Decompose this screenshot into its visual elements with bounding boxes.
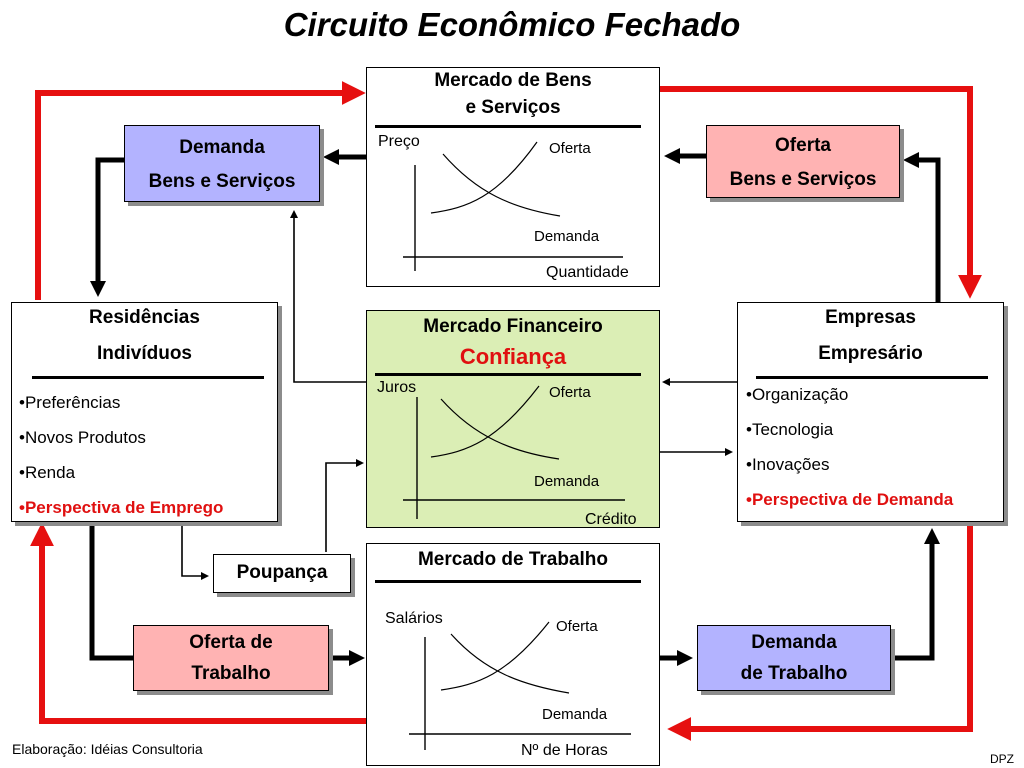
oferta-trabalho-line2: Trabalho: [191, 663, 271, 684]
residencias-list: •Preferências •Novos Produtos •Renda •Pe…: [19, 385, 223, 525]
mercado-financeiro-title1: Mercado Financeiro: [423, 316, 603, 337]
mercado-bens-x-label: Quantidade: [546, 264, 629, 281]
demanda-bens-line1: Demanda: [179, 137, 265, 158]
mercado-bens-y-label: Preço: [378, 133, 420, 150]
thin-flow-residencias-to-poupanca: [181, 522, 209, 580]
residencias-line1: Residências: [89, 307, 200, 328]
demanda-trabalho-line1: Demanda: [751, 632, 837, 653]
red-flow-top-right: [660, 86, 982, 299]
red-flow-top-left: [35, 81, 366, 300]
black-flow-empresas-to-oferta: [902, 152, 941, 302]
oferta-bens-box: Oferta Bens e Serviços: [706, 125, 900, 198]
demanda-trabalho-line2: de Trabalho: [740, 663, 848, 684]
mercado-bens-title1: Mercado de Bens: [434, 70, 592, 91]
page-title: Circuito Econômico Fechado: [283, 6, 741, 43]
residencias-item: •Renda: [19, 463, 76, 482]
mercado-financeiro-y-label: Juros: [377, 379, 417, 396]
empresas-item: •Tecnologia: [746, 420, 834, 439]
thin-flow-poupanca-to-financeiro: [325, 459, 364, 552]
poupanca-label: Poupança: [236, 562, 328, 583]
oferta-bens-line2: Bens e Serviços: [729, 169, 877, 190]
red-flow-bottom-right: [667, 525, 973, 741]
empresas-line2: Empresário: [818, 343, 923, 364]
empresas-box: Empresas Empresário •Organização •Tecnol…: [737, 302, 1004, 522]
mercado-financeiro-box: Mercado Financeiro Confiança Juros Ofert…: [366, 310, 660, 528]
footer-credit: Elaboração: Idéias Consultoria: [12, 741, 203, 757]
empresas-highlight: •Perspectiva de Demanda: [746, 490, 954, 509]
residencias-box: Residências Indivíduos •Preferências •No…: [11, 302, 278, 522]
mercado-bens-demand-label: Demanda: [534, 228, 600, 245]
mercado-financeiro-demand-curve: [440, 398, 560, 460]
oferta-bens-line1: Oferta: [775, 135, 831, 156]
empresas-divider: [756, 376, 988, 379]
empresas-item: •Organização: [746, 385, 849, 404]
mercado-financeiro-demand-label: Demanda: [534, 473, 600, 490]
residencias-item: •Novos Produtos: [19, 428, 146, 447]
thin-flow-financeiro-to-demanda: [290, 210, 366, 383]
empresas-line1: Empresas: [825, 307, 916, 328]
mercado-trabalho-title1: Mercado de Trabalho: [417, 549, 609, 570]
mercado-bens-demand-curve: [442, 153, 561, 217]
mercado-trabalho-demand-curve: [450, 633, 570, 694]
black-flow-residencias-to-oferta-trabalho: [89, 522, 133, 661]
oferta-trabalho-box: Oferta de Trabalho: [133, 625, 329, 691]
mercado-trabalho-supply-curve: [440, 621, 550, 691]
mercado-bens-divider: [375, 125, 641, 128]
demanda-trabalho-box: Demanda de Trabalho: [697, 625, 891, 691]
mercado-financeiro-title2: Confiança: [459, 344, 567, 369]
mercado-bens-supply-label: Oferta: [549, 140, 591, 157]
mercado-trabalho-box: Mercado de Trabalho Salários Oferta Dema…: [366, 543, 660, 766]
mercado-financeiro-supply-label: Oferta: [549, 384, 591, 401]
mercado-bens-title2: e Serviços: [465, 97, 561, 118]
mercado-financeiro-divider: [375, 373, 641, 376]
residencias-item: •Preferências: [19, 393, 121, 412]
red-flow-bottom-left: [30, 522, 368, 724]
black-flow-demanda-trabalho-to-empresas: [890, 527, 940, 661]
residencias-highlight: •Perspectiva de Emprego: [19, 498, 224, 517]
mercado-trabalho-supply-label: Oferta: [556, 618, 598, 635]
oferta-trabalho-line1: Oferta de: [189, 632, 273, 653]
mercado-trabalho-demand-label: Demanda: [542, 706, 608, 723]
demanda-bens-box: Demanda Bens e Serviços: [124, 125, 320, 202]
poupanca-box: Poupança: [213, 554, 351, 593]
mercado-bens-box: Mercado de Bens e Serviços Preço Oferta …: [366, 67, 660, 287]
black-flow-demanda-to-residencias: [90, 157, 125, 298]
mercado-financeiro-supply-curve: [430, 385, 540, 458]
mercado-trabalho-graph: [409, 621, 631, 750]
empresas-item: •Inovações: [746, 455, 830, 474]
empresas-list: •Organização •Tecnologia •Inovações •Per…: [746, 377, 953, 517]
mercado-trabalho-divider: [375, 580, 641, 583]
mercado-bens-supply-curve: [430, 141, 538, 214]
demanda-bens-line2: Bens e Serviços: [148, 171, 296, 192]
mercado-bens-graph: [403, 141, 623, 271]
mercado-trabalho-x-label: Nº de Horas: [521, 742, 608, 759]
footer-initials: DPZ: [990, 752, 1014, 766]
mercado-trabalho-y-label: Salários: [385, 610, 443, 627]
residencias-line2: Indivíduos: [97, 343, 192, 364]
mercado-financeiro-graph: [403, 385, 625, 519]
mercado-financeiro-x-label: Crédito: [585, 511, 637, 528]
residencias-divider: [32, 376, 264, 379]
